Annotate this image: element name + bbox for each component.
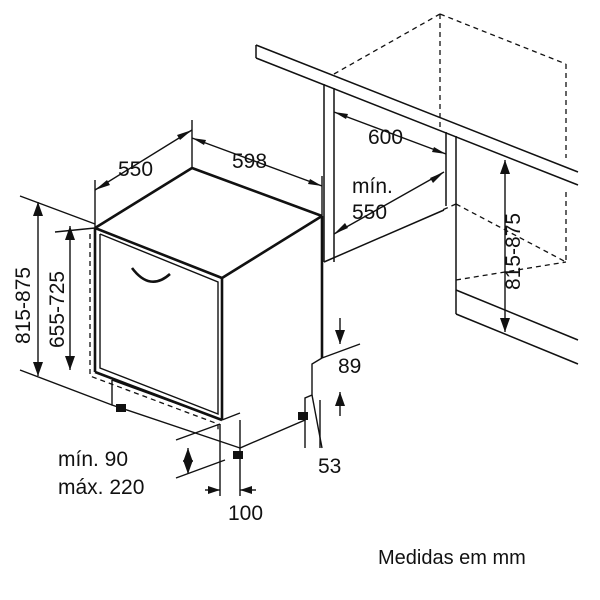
unit-depth-label: 550 bbox=[118, 158, 153, 181]
dimension-lines bbox=[19, 111, 510, 496]
unit-width-label: 598 bbox=[232, 150, 267, 173]
plinth-max-label: máx. 220 bbox=[58, 476, 144, 499]
niche-depth-prefix: mín. bbox=[352, 175, 393, 198]
plinth-min-label: mín. 90 bbox=[58, 448, 128, 471]
niche-height-label: 815-875 bbox=[502, 213, 525, 290]
top-clearance-label: 89 bbox=[338, 355, 361, 378]
cabinet-niche bbox=[255, 44, 579, 365]
body-height-label: 655-725 bbox=[46, 271, 69, 348]
dimension-labels: 550 598 600 mín. 550 815-875 815-875 655… bbox=[12, 126, 526, 569]
niche-dashed-outline bbox=[333, 13, 567, 281]
niche-depth-label: 550 bbox=[352, 201, 387, 224]
plinth-offset-label: 53 bbox=[318, 455, 341, 478]
door-handle-icon bbox=[130, 267, 171, 283]
front-offset-label: 100 bbox=[228, 502, 263, 525]
overall-height-label: 815-875 bbox=[12, 267, 35, 344]
foot-left bbox=[116, 404, 126, 412]
foot-front bbox=[233, 451, 243, 459]
units-note: Medidas em mm bbox=[378, 547, 526, 569]
foot-right bbox=[298, 412, 308, 420]
niche-width-label: 600 bbox=[368, 126, 403, 149]
dishwasher-body bbox=[89, 166, 324, 459]
